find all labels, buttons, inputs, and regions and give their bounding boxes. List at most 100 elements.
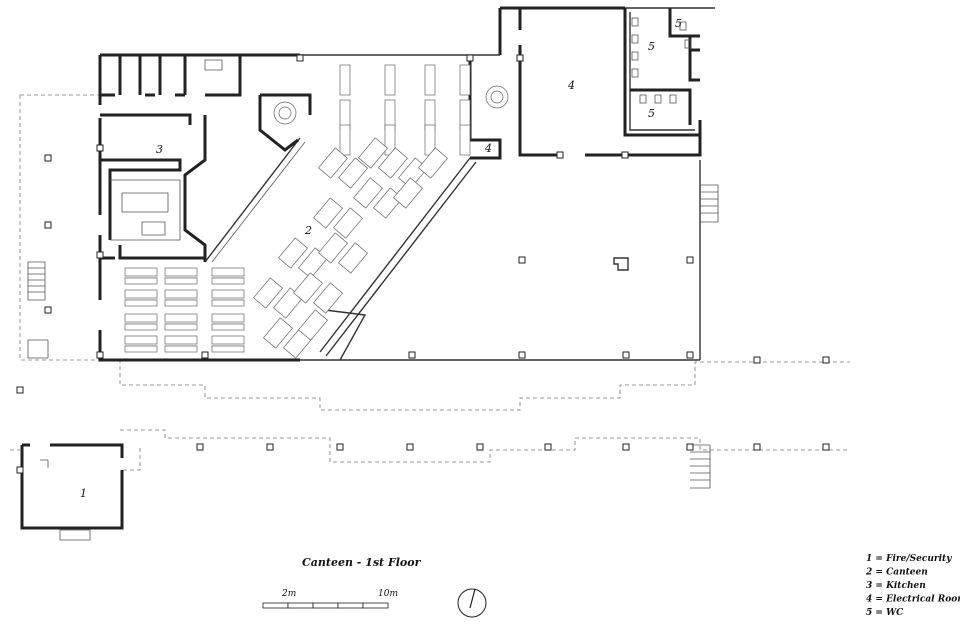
wc-block	[623, 8, 702, 137]
scale-label-start: 2m	[281, 589, 296, 599]
column	[96, 251, 104, 259]
scale-segment	[312, 602, 339, 609]
dining-table	[459, 124, 471, 156]
dining-table	[211, 345, 245, 353]
column	[266, 443, 274, 451]
column	[336, 443, 344, 451]
column	[686, 443, 694, 451]
room-label-fire-security: 1	[80, 487, 87, 500]
dining-table	[298, 309, 328, 341]
dining-table	[418, 147, 448, 179]
column	[44, 306, 52, 314]
column	[544, 443, 552, 451]
column	[556, 151, 564, 159]
room-label-canteen: 2	[304, 224, 312, 237]
scale-label-end: 10m	[378, 589, 398, 599]
legend-item: 2 = Canteen	[865, 568, 928, 578]
column	[686, 351, 694, 359]
dining-table	[424, 64, 436, 96]
dining-table	[263, 317, 293, 349]
dining-table	[338, 157, 368, 189]
dining-table	[124, 299, 158, 307]
column	[196, 443, 204, 451]
dining-table	[339, 124, 351, 156]
dining-table	[164, 289, 198, 299]
dining-table	[211, 313, 245, 323]
column	[518, 351, 526, 359]
dining-table	[211, 299, 245, 307]
north-arrow-icon	[457, 588, 487, 618]
dining-table	[124, 345, 158, 353]
scale-segment	[337, 602, 364, 609]
dining-table	[164, 267, 198, 277]
room-label-wc-a: 5	[675, 17, 682, 30]
dining-table	[384, 64, 396, 96]
canteen-tables	[124, 64, 471, 359]
column	[16, 386, 24, 394]
dining-table	[293, 272, 323, 304]
dining-table	[318, 232, 348, 264]
column	[518, 256, 526, 264]
column	[44, 154, 52, 162]
dining-table	[278, 237, 308, 269]
round-tables	[273, 85, 509, 125]
column	[822, 443, 830, 451]
dining-table	[164, 277, 198, 285]
dining-table	[211, 335, 245, 345]
dining-table	[211, 277, 245, 285]
column	[16, 466, 24, 474]
legend-item: 5 = WC	[866, 608, 904, 618]
legend-item: 1 = Fire/Security	[866, 554, 952, 564]
column	[96, 144, 104, 152]
column	[822, 356, 830, 364]
column	[516, 54, 524, 62]
dining-table	[338, 242, 368, 274]
dining-table	[124, 289, 158, 299]
dining-table	[164, 323, 198, 331]
dining-table	[124, 323, 158, 331]
dining-table	[253, 277, 283, 309]
dining-table	[313, 282, 343, 314]
dining-table	[211, 267, 245, 277]
column	[406, 443, 414, 451]
column	[408, 351, 416, 359]
plan-title: Canteen - 1st Floor	[302, 556, 422, 569]
dining-table	[393, 177, 423, 209]
legend-item: 3 = Kitchen	[866, 581, 926, 591]
column	[96, 351, 104, 359]
dining-table	[333, 207, 363, 239]
column	[621, 151, 629, 159]
scale-segment	[362, 602, 389, 609]
scale-segment	[287, 602, 314, 609]
stairs	[27, 184, 719, 489]
dining-table	[124, 267, 158, 277]
room-label-electrical-a: 4	[567, 79, 575, 92]
dining-table	[358, 137, 388, 169]
columns	[16, 54, 830, 474]
column	[753, 443, 761, 451]
dining-table	[211, 323, 245, 331]
dining-table	[211, 289, 245, 299]
column	[296, 54, 304, 62]
dining-table	[164, 345, 198, 353]
dining-table	[353, 177, 383, 209]
dining-table	[164, 313, 198, 323]
column	[201, 351, 209, 359]
dining-table	[313, 197, 343, 229]
column	[466, 54, 474, 62]
dining-table	[164, 335, 198, 345]
room-label-wc-c: 5	[648, 107, 655, 120]
column	[686, 256, 694, 264]
room-label-kitchen: 3	[156, 143, 163, 156]
dining-table	[124, 277, 158, 285]
site-boundary	[10, 94, 850, 471]
column	[622, 351, 630, 359]
dining-table	[318, 147, 348, 179]
dining-table	[124, 313, 158, 323]
scale-bar: 2m 10m	[262, 589, 398, 609]
dining-table	[124, 335, 158, 345]
dining-table	[459, 64, 471, 96]
column	[753, 356, 761, 364]
